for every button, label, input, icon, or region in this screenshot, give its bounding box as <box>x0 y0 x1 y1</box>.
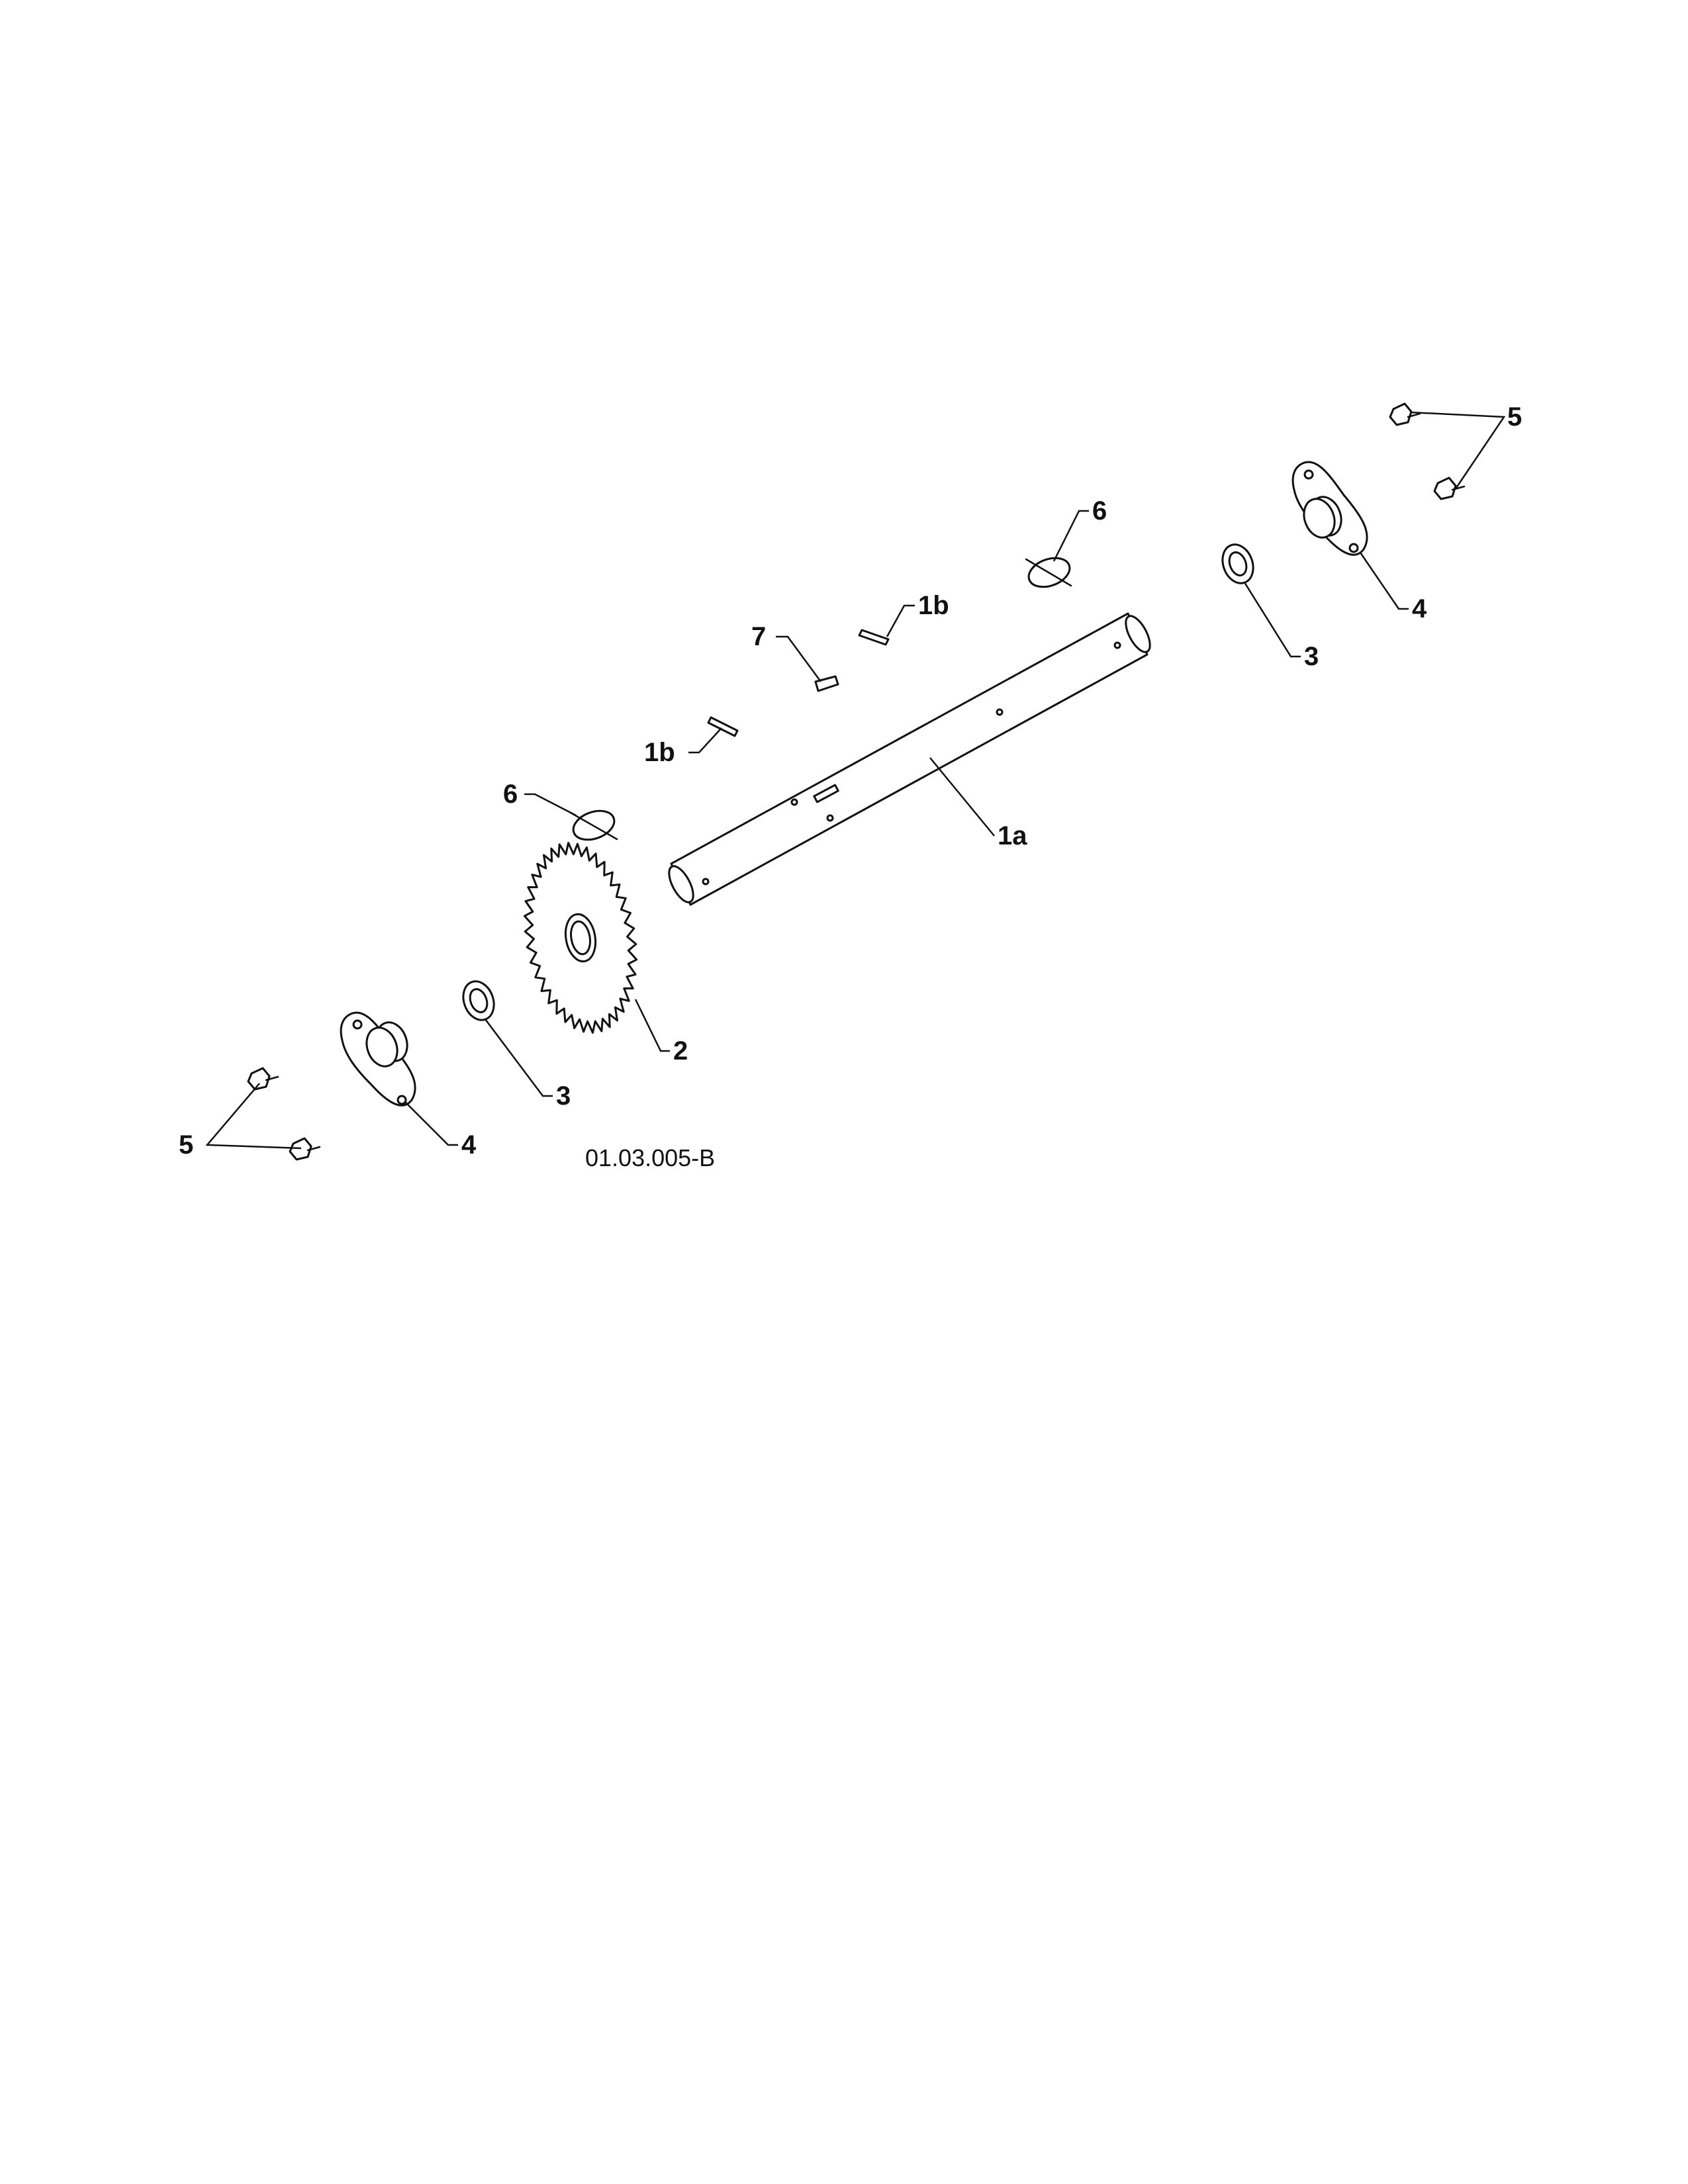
leader-4-right <box>1359 552 1409 610</box>
callout-2: 2 <box>673 1036 688 1066</box>
leader-5-right <box>1409 411 1506 488</box>
callout-5-left: 5 <box>179 1130 193 1160</box>
leader-4-left <box>404 1101 458 1146</box>
callout-6-right: 6 <box>1092 496 1107 525</box>
drive-sprocket <box>523 842 638 1034</box>
leader-lines <box>205 411 1506 1150</box>
roll-pin-upper <box>858 629 890 646</box>
callout-7: 7 <box>751 622 766 651</box>
leader-3-left <box>485 1019 553 1097</box>
axle-shaft <box>668 612 1151 906</box>
flange-bolt-right-upper <box>1389 402 1421 426</box>
roll-pin-lower <box>707 716 739 737</box>
callout-5-right: 5 <box>1507 402 1522 432</box>
woodruff-key <box>814 675 839 692</box>
flange-bearing-left <box>340 1011 416 1107</box>
callout-3-right: 3 <box>1304 642 1319 671</box>
callout-4-right: 4 <box>1412 594 1427 623</box>
callout-1a: 1a <box>998 821 1027 850</box>
callout-1b-lower: 1b <box>644 738 675 767</box>
callout-6-left: 6 <box>503 780 518 809</box>
leader-2 <box>634 999 670 1052</box>
leader-1a <box>929 757 995 837</box>
leader-5-left <box>205 1083 302 1150</box>
flat-washer-right <box>1221 543 1254 584</box>
flat-washer-left <box>462 980 495 1021</box>
leader-1b-upper <box>886 604 915 637</box>
leader-1b-lower <box>688 727 722 754</box>
callout-3-left: 3 <box>556 1081 571 1111</box>
flange-bolt-left-upper <box>247 1067 279 1091</box>
leader-6-right <box>1053 510 1089 562</box>
callout-4-left: 4 <box>461 1130 477 1160</box>
hairpin-clip-right <box>1025 557 1072 588</box>
leader-6-left <box>524 793 577 817</box>
diagram-reference-code: 01.03.005-B <box>585 1144 715 1171</box>
leader-3-right <box>1243 582 1301 658</box>
leader-7 <box>776 635 822 682</box>
callout-1b-upper: 1b <box>918 591 949 620</box>
callout-labels: 1a 1b 1b 7 6 6 2 3 3 4 4 5 5 <box>179 402 1522 1160</box>
flange-bolt-right-lower <box>1433 477 1466 500</box>
flange-bolt-left-lower <box>289 1137 321 1161</box>
hairpin-clip-left <box>569 809 618 841</box>
flange-bearing-right <box>1291 461 1368 556</box>
